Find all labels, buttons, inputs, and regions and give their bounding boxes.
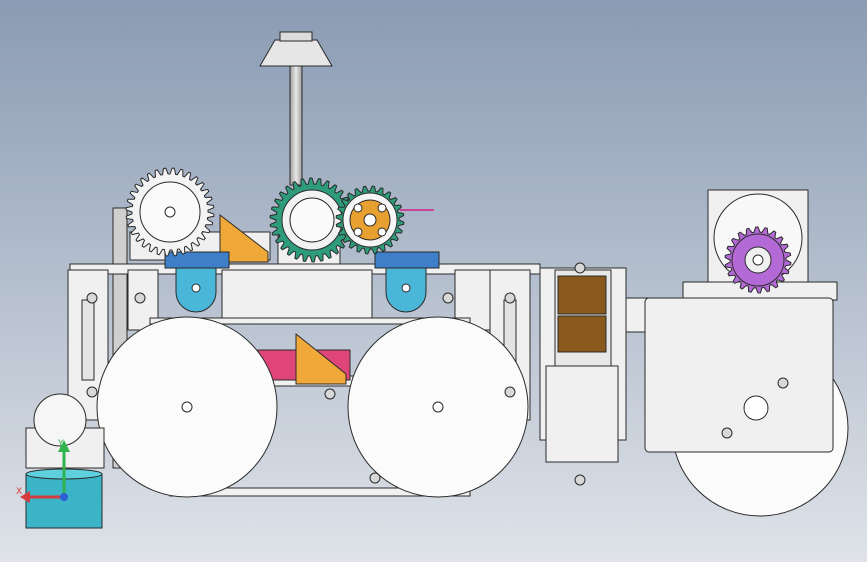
small-motor: [33, 393, 87, 447]
coordinate-triad: Y X: [16, 439, 70, 503]
bolt: [134, 292, 146, 304]
rear-housing: [644, 297, 834, 453]
left-wheel-hub: [181, 401, 193, 413]
green-gear-inner: [289, 197, 335, 243]
orange-bracket-upper: [219, 213, 269, 263]
right-wheel-hub: [432, 401, 444, 413]
white-gear-hub: [164, 206, 176, 218]
rear-axle: [743, 395, 769, 421]
orange-gear-screw: [353, 203, 363, 213]
brown-block-lower: [557, 315, 607, 353]
y-axis-label: Y: [57, 439, 64, 449]
bolt: [504, 292, 516, 304]
green-gear: [269, 177, 355, 263]
bolt: [574, 262, 586, 274]
mid-crossbar-upper: [149, 317, 471, 325]
orange-hub-gear: [335, 185, 405, 255]
bolt: [574, 474, 586, 486]
bearing-hole-right: [401, 283, 411, 293]
large-white-gear: [125, 167, 215, 257]
purple-gear: [713, 193, 803, 294]
bolt: [777, 377, 789, 389]
bolt: [442, 292, 454, 304]
bearing-hole-left: [191, 283, 201, 293]
z-axis-dot: [60, 493, 68, 501]
brown-block-upper: [557, 275, 607, 315]
battery-base: [545, 365, 619, 463]
bolt: [324, 388, 336, 400]
orange-gear-screw: [353, 227, 363, 237]
mast-cap-top: [279, 31, 313, 42]
bearing-plate-right: [374, 251, 440, 269]
purple-gear-bore: [752, 254, 764, 266]
bolt: [504, 386, 516, 398]
x-axis-label: X: [16, 487, 22, 497]
bolt: [86, 292, 98, 304]
left-inner-slot: [81, 299, 95, 381]
y-axis-head: [58, 440, 70, 452]
bolt: [86, 386, 98, 398]
mast-pole: [289, 64, 303, 186]
bolt: [369, 472, 381, 484]
x-axis-head: [20, 491, 30, 503]
bolt-group: [86, 262, 789, 486]
center-column: [221, 269, 373, 325]
bolt: [721, 427, 733, 439]
orange-gear-screw: [377, 203, 387, 213]
orange-gear-bore: [363, 213, 377, 227]
orange-bracket-lower: [295, 332, 347, 385]
orange-gear-screw: [377, 227, 387, 237]
